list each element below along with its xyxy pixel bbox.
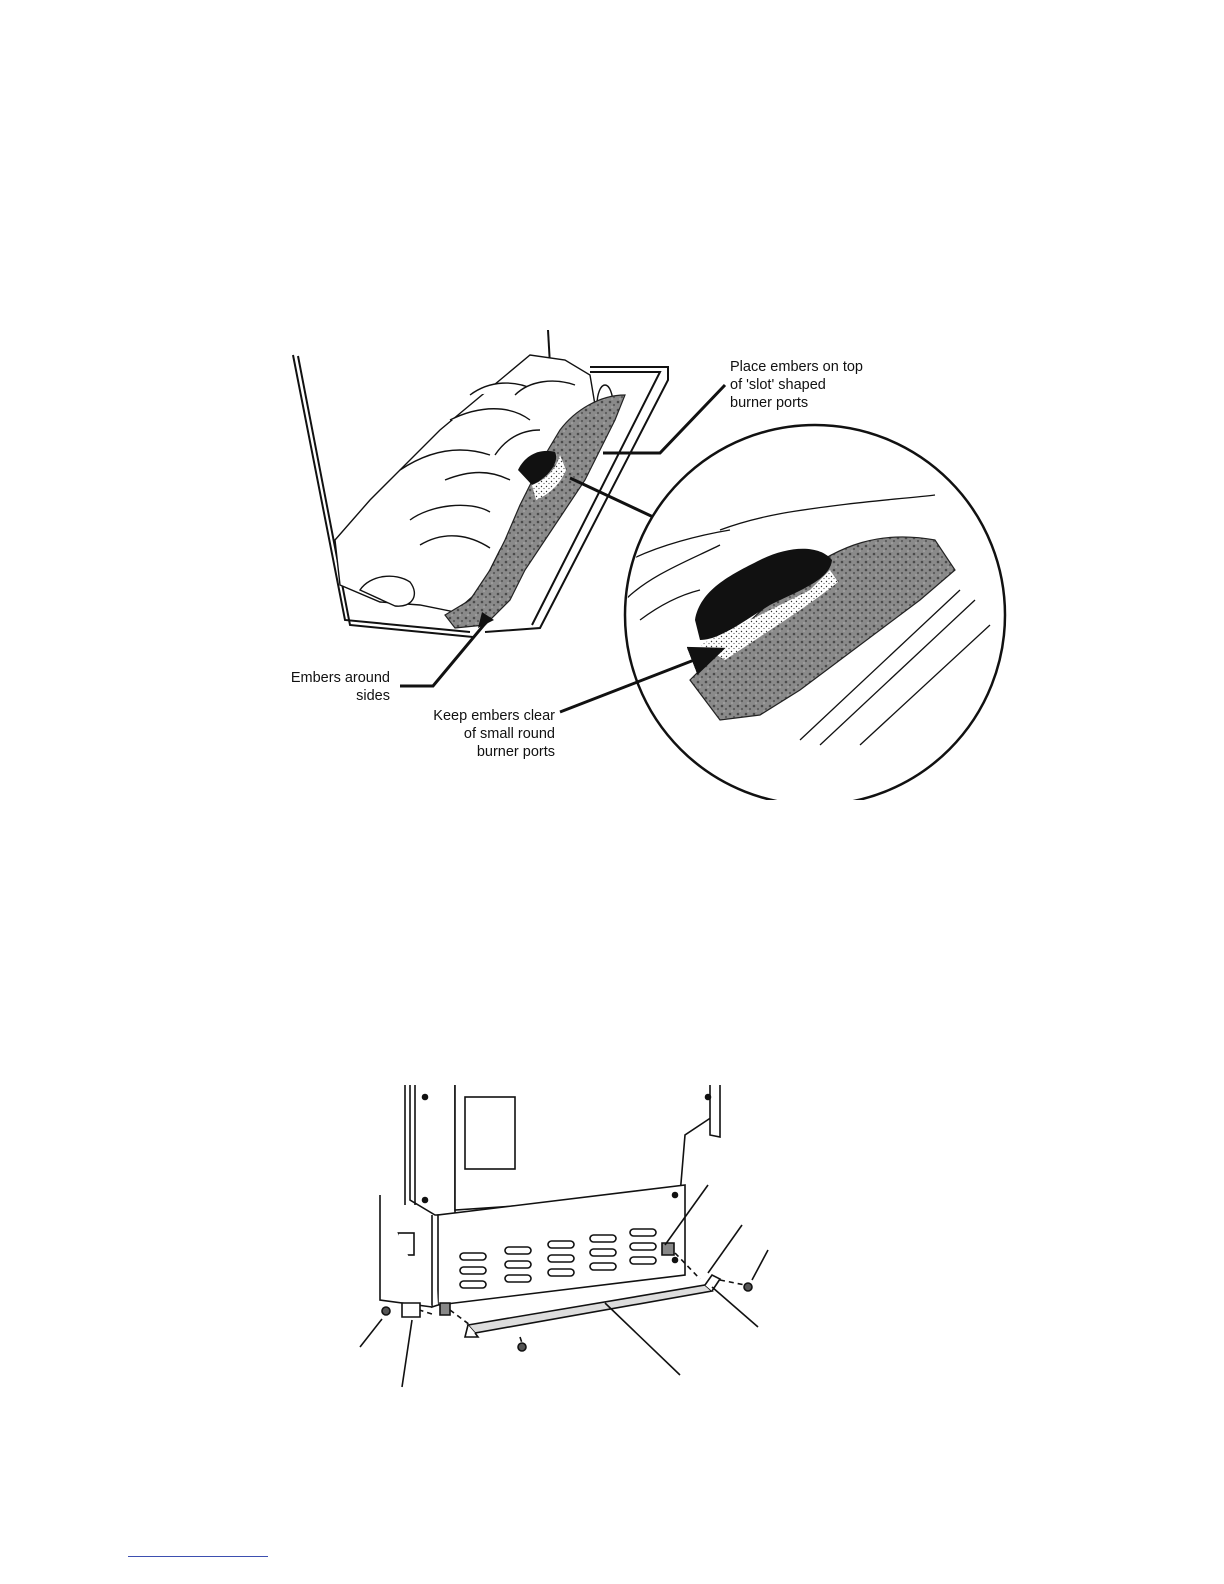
- magnified-detail: [625, 425, 1005, 800]
- appliance-body: [410, 1085, 455, 1215]
- inspection-plate: [465, 1097, 515, 1169]
- base-trim-diagram: [340, 1075, 780, 1395]
- callout-embers-sides: Embers around sides: [272, 669, 390, 705]
- right-bracket: [662, 1243, 674, 1255]
- callout-line: of small round: [410, 725, 555, 743]
- callout-line: of 'slot' shaped: [730, 376, 863, 394]
- callout-line: sides: [272, 687, 390, 705]
- callout-line: Place embers on top: [730, 358, 863, 376]
- footer-rule: [128, 1556, 268, 1557]
- callout-line: burner ports: [730, 394, 863, 412]
- callout-keep-clear: Keep embers clear of small round burner …: [410, 707, 555, 761]
- callout-place-embers: Place embers on top of 'slot' shaped bur…: [730, 358, 863, 412]
- ember-placement-diagram: [0, 0, 1224, 800]
- callout-line: Keep embers clear: [410, 707, 555, 725]
- left-bracket: [440, 1303, 450, 1315]
- callout-line: burner ports: [410, 743, 555, 761]
- left-clip: [402, 1303, 420, 1317]
- callout-line: Embers around: [272, 669, 390, 687]
